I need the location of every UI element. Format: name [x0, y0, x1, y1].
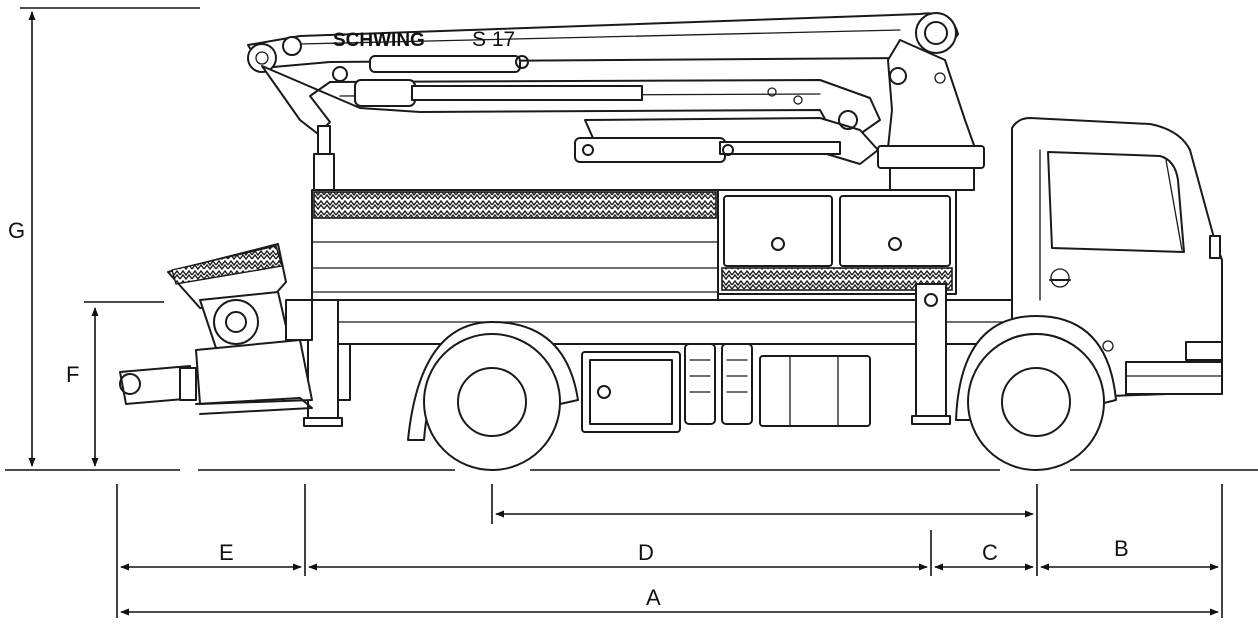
label-b: B: [1114, 536, 1129, 561]
label-f: F: [66, 362, 79, 387]
truck-body: [303, 189, 1013, 433]
hopper-unit: [119, 243, 313, 415]
model-label: S 17: [472, 28, 515, 51]
wheels: [407, 315, 1117, 471]
brand-label: SCHWING: [333, 30, 425, 51]
boom: [247, 12, 985, 191]
label-c: C: [982, 540, 998, 565]
label-a: A: [646, 585, 661, 610]
front-wheel: [967, 333, 1105, 471]
dimension-f: [84, 301, 164, 467]
label-g: G: [8, 218, 25, 243]
dimension-g: [20, 7, 200, 467]
rear-wheel: [423, 333, 561, 471]
dimension-extension-lines: [116, 484, 1223, 618]
label-e: E: [219, 540, 234, 565]
label-d: D: [638, 540, 654, 565]
